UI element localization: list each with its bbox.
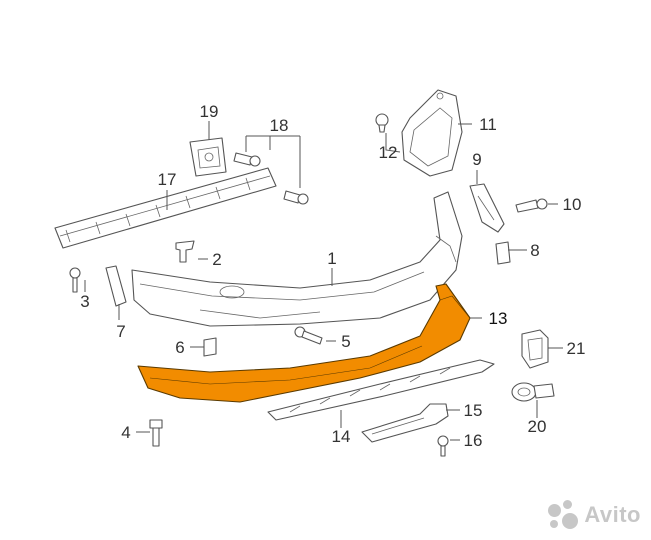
callout-6: 6 <box>175 338 184 357</box>
part-side-bracket <box>401 89 463 177</box>
callout-12: 12 <box>379 143 398 162</box>
part-clip <box>375 113 389 133</box>
avito-logo-icon <box>548 500 579 530</box>
callout-16: 16 <box>464 431 483 450</box>
part-reinforcement-beam <box>54 167 277 249</box>
callout-1: 1 <box>327 249 336 268</box>
leader-lines <box>84 121 563 441</box>
callout-2: 2 <box>212 250 221 269</box>
part-screw-5 <box>294 326 323 345</box>
callout-15: 15 <box>464 401 483 420</box>
callout-18: 18 <box>270 116 289 135</box>
part-bumper-cover <box>131 191 463 327</box>
callout-3: 3 <box>80 292 89 311</box>
part-lower-strip <box>267 359 495 421</box>
avito-watermark: Avito <box>548 500 641 530</box>
part-screw-3 <box>69 267 81 293</box>
part-side-retainer <box>469 183 505 233</box>
callout-14: 14 <box>332 427 351 446</box>
callout-13: 13 <box>489 309 508 328</box>
callout-10: 10 <box>563 195 582 214</box>
callout-21: 21 <box>567 339 586 358</box>
callout-5: 5 <box>341 332 350 351</box>
callout-19: 19 <box>200 102 219 121</box>
callout-labels: 19 18 17 12 11 9 10 8 1 2 3 7 5 6 13 21 … <box>80 102 585 450</box>
part-screw <box>515 198 548 213</box>
part-bolt-4 <box>149 419 163 447</box>
part-clip-6 <box>203 337 217 357</box>
part-screw-16 <box>437 435 449 457</box>
callout-9: 9 <box>472 150 481 169</box>
callout-20: 20 <box>528 417 547 436</box>
part-strip <box>105 265 127 307</box>
callout-8: 8 <box>530 241 539 260</box>
watermark-text: Avito <box>584 502 641 527</box>
callout-17: 17 <box>158 170 177 189</box>
part-small-clip <box>495 241 511 265</box>
part-parking-sensor <box>511 382 555 402</box>
callout-7: 7 <box>116 322 125 341</box>
part-sensor-bracket <box>521 329 549 369</box>
callout-11: 11 <box>479 115 497 134</box>
part-lower-bracket <box>361 403 449 443</box>
part-bracket <box>189 137 227 177</box>
part-clip-2 <box>175 240 195 263</box>
callout-4: 4 <box>121 423 130 442</box>
part-bolts <box>233 152 309 205</box>
